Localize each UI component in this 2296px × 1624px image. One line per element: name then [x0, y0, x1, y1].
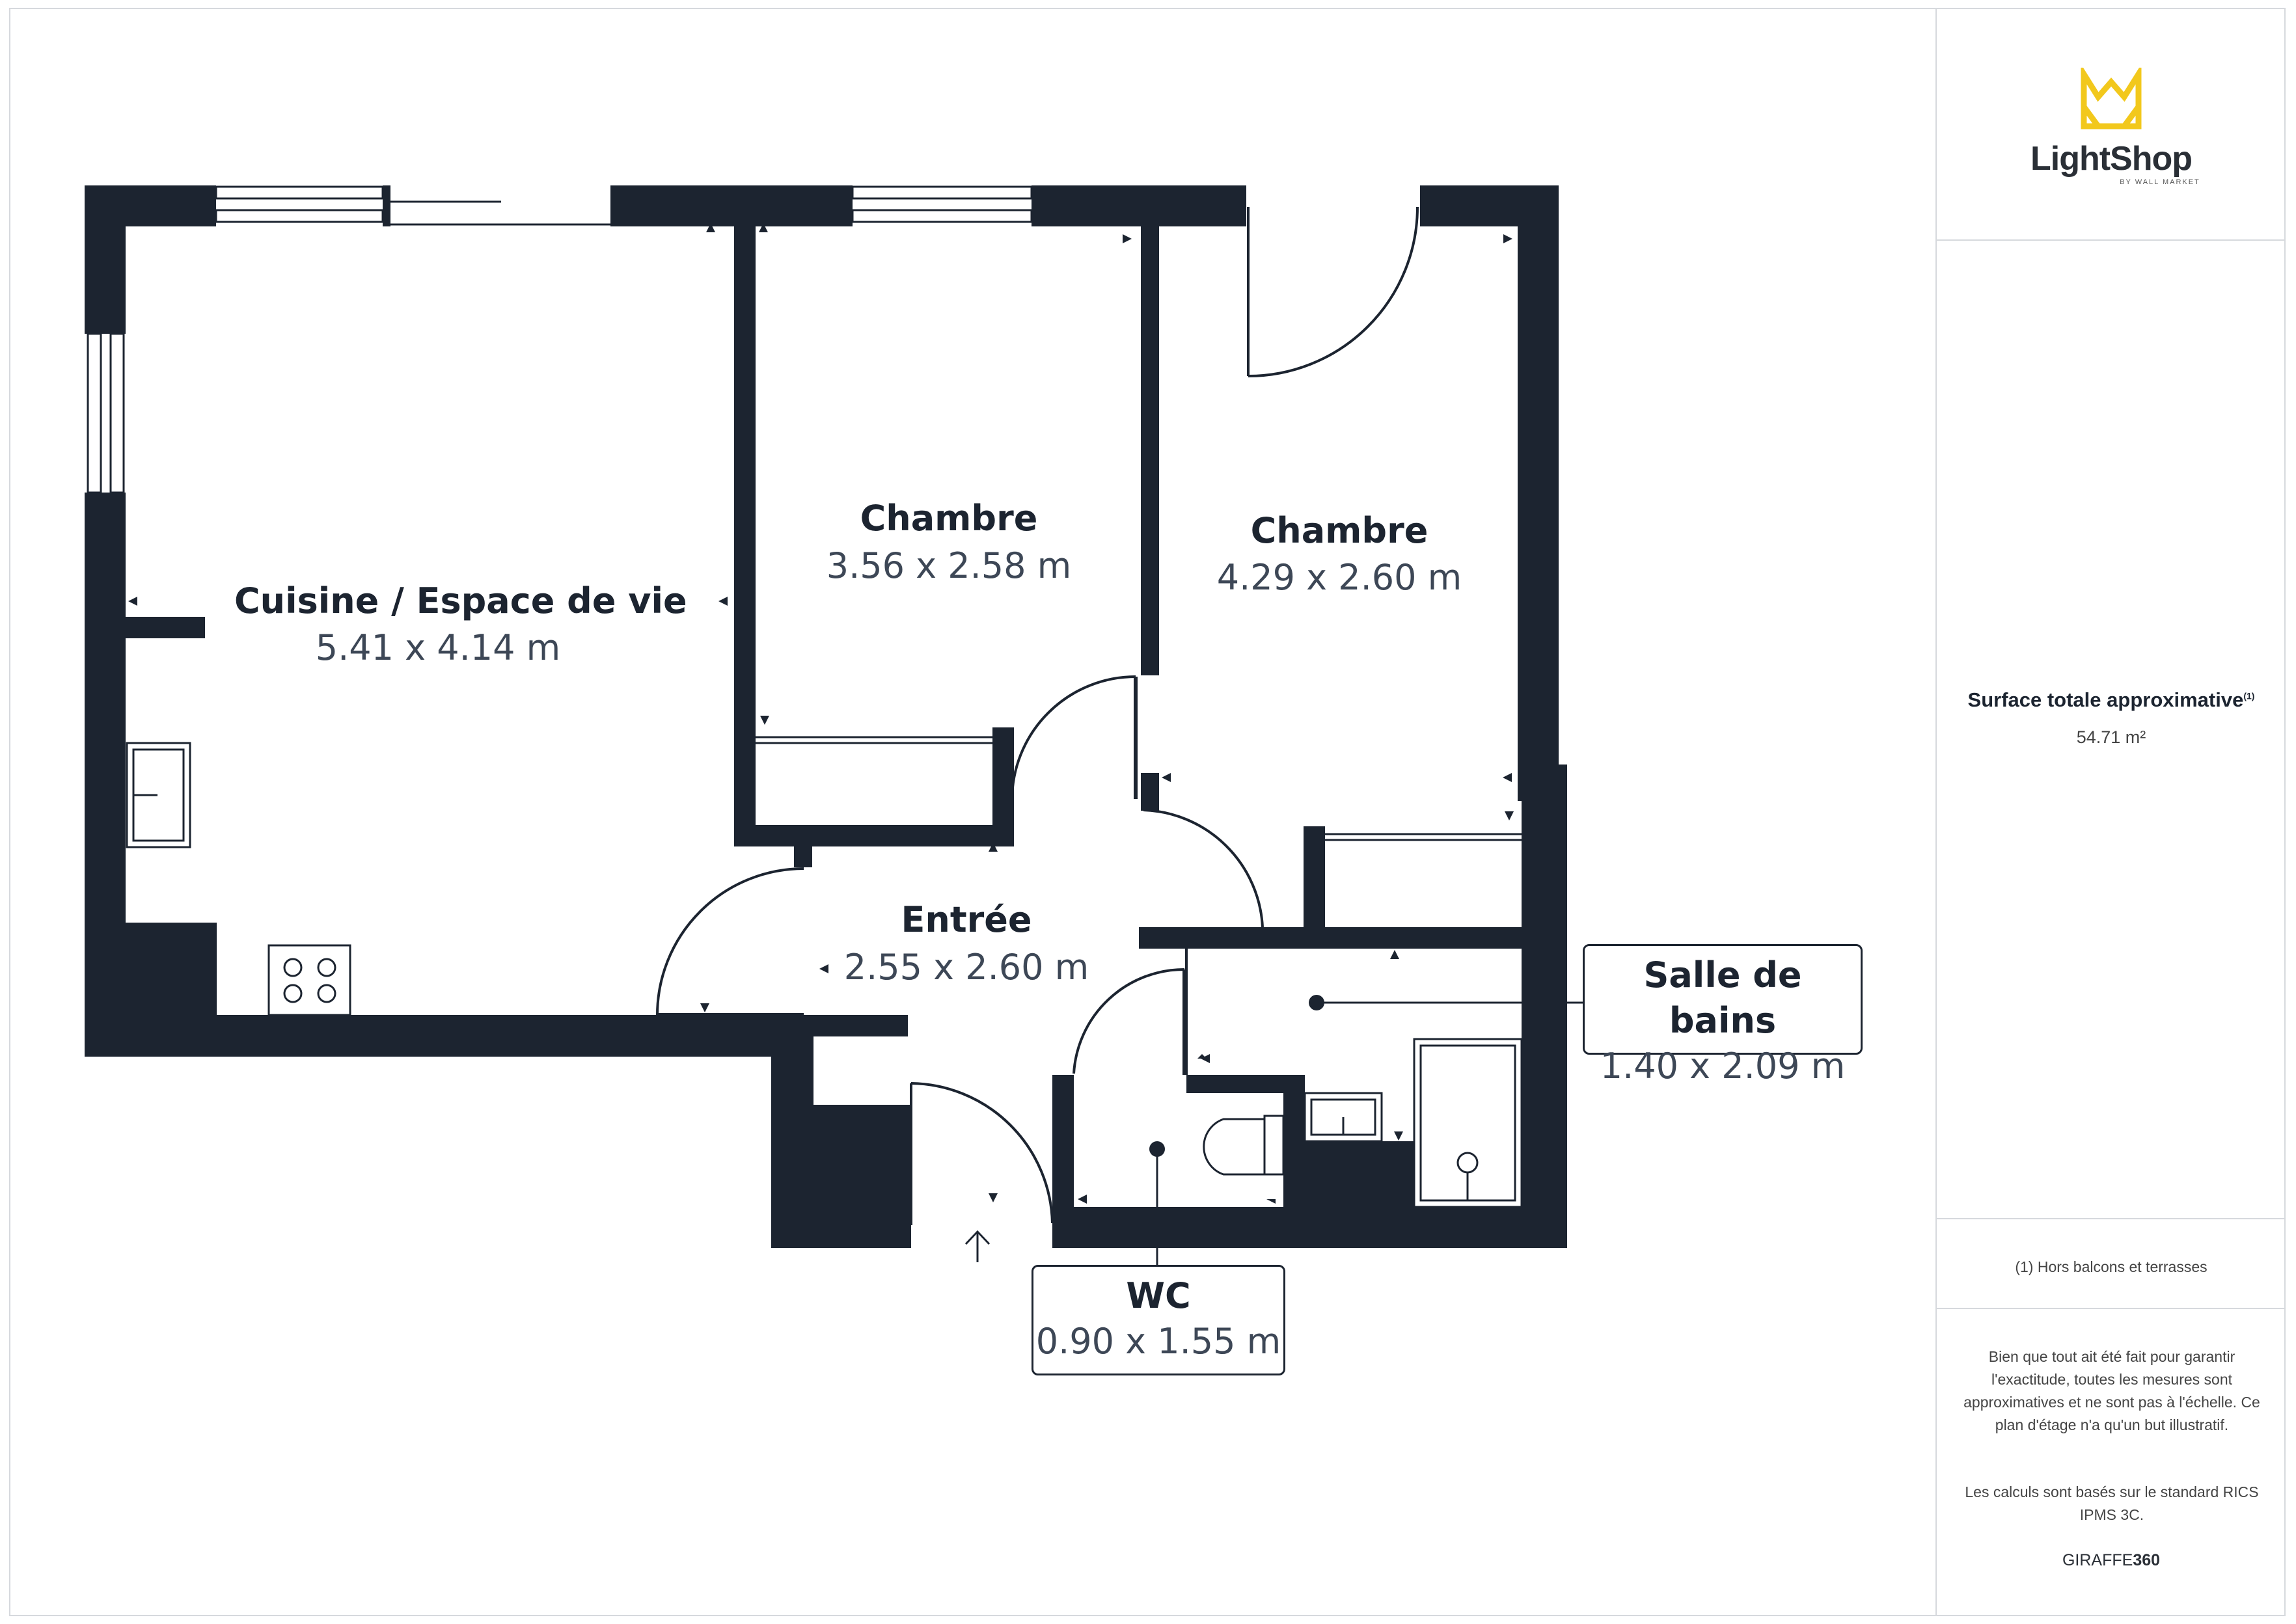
- toilet-icon: [1203, 1115, 1285, 1176]
- page-frame: [9, 8, 2286, 1616]
- room-name-wc: WC: [1126, 1275, 1191, 1316]
- windows: [87, 185, 1033, 494]
- callout-bathroom: Salle de bains 1.40 x 2.09 m: [1583, 944, 1863, 1087]
- walls: [85, 185, 1567, 1248]
- area-title-note: (1): [2243, 690, 2255, 701]
- sidebar-divider: [1937, 1308, 2286, 1309]
- doors: [656, 206, 1419, 1225]
- floor-plan: [85, 185, 1583, 1265]
- disclaimer: Bien que tout ait été fait pour garantir…: [1963, 1348, 2260, 1433]
- sidebar: LightShop BY WALL MARKET Surface totale …: [1935, 8, 2286, 1616]
- room-dims-bathroom: 1.40 x 2.09 m: [1600, 1046, 1846, 1087]
- shower-icon: [1413, 1038, 1523, 1208]
- sidebar-divider: [1937, 1218, 2286, 1219]
- closets: [756, 736, 1522, 841]
- room-name-bedroom-2: Chambre: [1250, 510, 1428, 551]
- brand-prefix: GIRAFFE: [2062, 1551, 2133, 1569]
- room-dims-bedroom-2: 4.29 x 2.60 m: [1216, 557, 1462, 598]
- sink-icon: [126, 742, 191, 848]
- area-title: Surface totale approximative(1): [1937, 688, 2286, 712]
- sidebar-divider: [1937, 239, 2286, 241]
- measurement-markers: [128, 223, 1514, 1204]
- brand-suffix: 360: [2133, 1551, 2161, 1569]
- room-dims-wc: 0.90 x 1.55 m: [1035, 1321, 1281, 1362]
- stove-icon: [267, 944, 351, 1016]
- footnote: (1) Hors balcons et terrasses: [2015, 1258, 2207, 1275]
- bathroom-sink-icon: [1304, 1092, 1383, 1143]
- room-dims-entry: 2.55 x 2.60 m: [843, 947, 1089, 988]
- logo-crown-icon: [2081, 64, 2142, 129]
- room-name-entry: Entrée: [901, 899, 1032, 940]
- room-name-living: Cuisine / Espace de vie: [234, 580, 687, 621]
- logo-wordmark: LightShop: [2030, 140, 2193, 178]
- room-dims-bedroom-1: 3.56 x 2.58 m: [826, 545, 1072, 586]
- brand-giraffe360: GIRAFFE360: [1937, 1551, 2286, 1570]
- room-dims-living: 5.41 x 4.14 m: [315, 627, 561, 668]
- logo: LightShop BY WALL MARKET: [1937, 64, 2286, 186]
- area-value: 54.71 m²: [2076, 727, 2146, 747]
- callout-wc: WC 0.90 x 1.55 m: [1032, 1265, 1285, 1375]
- area-title-text: Surface totale approximative: [1967, 688, 2244, 711]
- room-name-bedroom-1: Chambre: [860, 498, 1038, 539]
- standard-note: Les calculs sont basés sur le standard R…: [1965, 1483, 2259, 1523]
- room-name-bathroom: Salle de bains: [1643, 954, 1802, 1041]
- logo-tagline: BY WALL MARKET: [2120, 178, 2200, 186]
